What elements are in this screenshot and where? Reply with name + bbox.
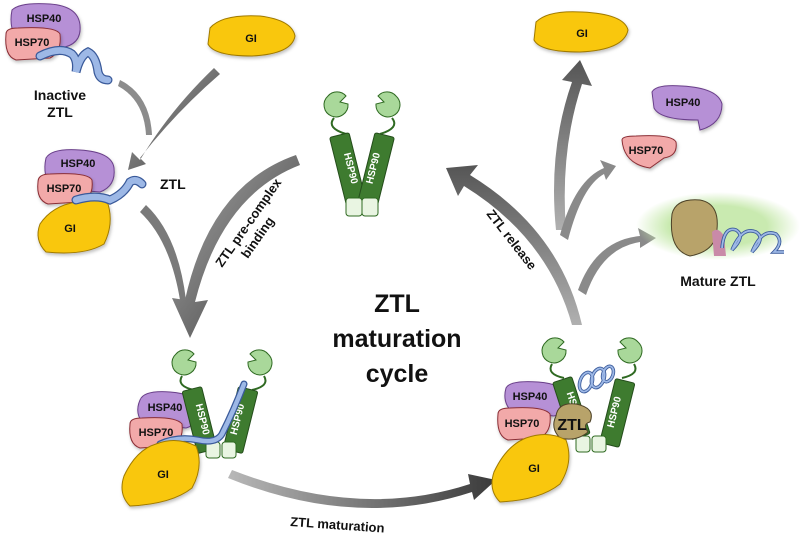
ztl-maturation-label: ZTL maturation (290, 514, 385, 536)
hsp70-label: HSP70 (139, 427, 174, 439)
hsp90-ztl-complex-bottom-right: HSP40 HSP70 HSP90 HSP90 ZTL GI (491, 337, 643, 503)
gi-label: GI (576, 28, 588, 40)
arrow-ztl-release (446, 60, 656, 325)
hsp40-label: HSP40 (27, 13, 62, 25)
gi-label: GI (157, 469, 169, 481)
title-line3: cycle (366, 360, 429, 388)
hsp70-label: HSP70 (15, 37, 50, 49)
hsp90-precomplex-bottom-left: HSP40 HSP70 HSP90 HSP90 GI (121, 349, 273, 507)
ztl-label: ZTL (557, 417, 587, 434)
gi-label: GI (528, 463, 540, 475)
gi-shape (207, 15, 296, 57)
arrow-gi-join (118, 68, 220, 170)
hsp90-dimer-open: HSP90 HSP90 (323, 91, 401, 217)
hsp40-label: HSP40 (666, 97, 701, 109)
inactive-ztl-label-line2: ZTL (47, 104, 73, 120)
released-hsp70: HSP70 (621, 135, 677, 169)
gi-label: GI (245, 33, 257, 45)
title-line1: ZTL (374, 290, 420, 318)
cycle-title: ZTL maturation cycle (332, 290, 461, 388)
svg-text:ZTL maturation: ZTL maturation (290, 514, 385, 536)
arrow-maturation (228, 470, 496, 509)
hsp90-head-right (375, 91, 401, 118)
title-line2: maturation (332, 325, 461, 353)
hsp40-label: HSP40 (513, 391, 548, 403)
mature-ztl-label: Mature ZTL (680, 273, 756, 289)
gi-label: GI (64, 223, 76, 235)
released-hsp40: HSP40 (651, 85, 723, 131)
free-gi-top: GI (207, 15, 296, 57)
precomplex-hsp40-hsp70-gi-ztl: HSP40 HSP70 GI ZTL (37, 149, 186, 254)
hsp40-label: HSP40 (148, 402, 183, 414)
arrow-precomplex-binding (140, 155, 300, 338)
inactive-ztl-complex: HSP40 HSP70 Inactive ZTL (5, 3, 113, 120)
hsp90-head-left (323, 91, 349, 118)
hsp40-label: HSP40 (61, 158, 96, 170)
hsp70-label: HSP70 (629, 145, 664, 157)
mature-ztl: Mature ZTL (636, 192, 800, 289)
hsp70-label: HSP70 (47, 183, 82, 195)
hsp90-foot-right (361, 197, 379, 217)
inactive-ztl-label-line1: Inactive (34, 87, 86, 103)
released-gi: GI (533, 11, 629, 53)
ztl-linker (712, 229, 726, 256)
hsp90-foot-left (345, 197, 363, 217)
ztl-tag-label: ZTL (160, 176, 186, 192)
hsp70-label: HSP70 (505, 418, 540, 430)
